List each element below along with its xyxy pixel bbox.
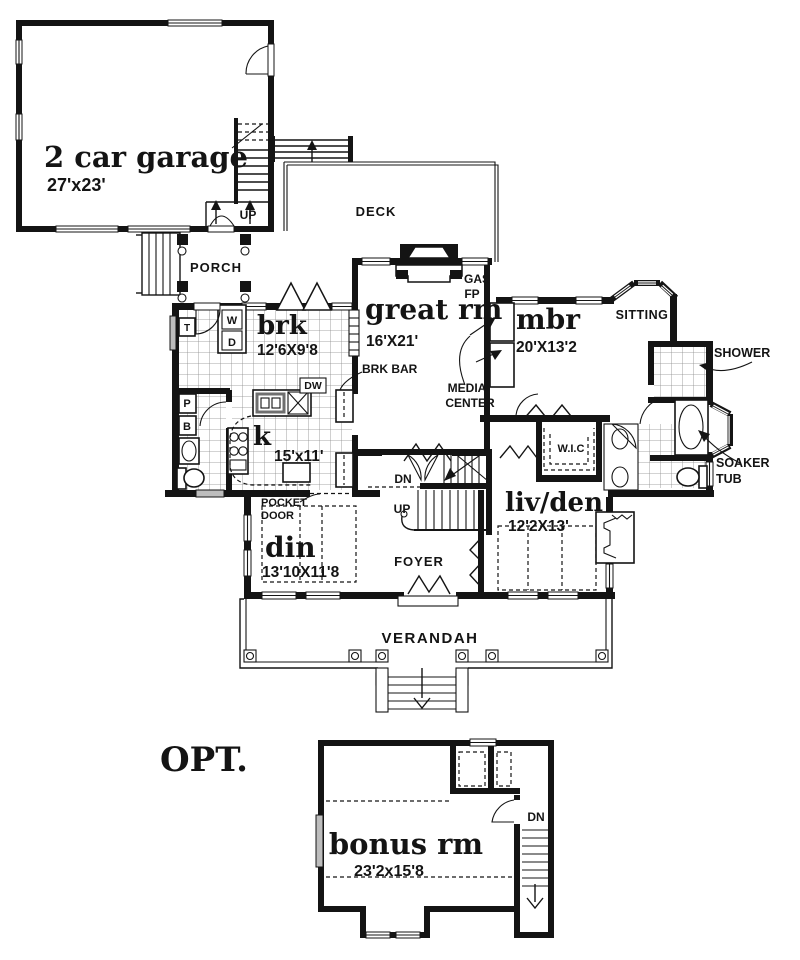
gas-label: GAS bbox=[464, 272, 490, 286]
sitting-label: SITTING bbox=[616, 308, 669, 322]
deck-stairs bbox=[270, 136, 353, 162]
media-center-builtins bbox=[459, 302, 515, 388]
brk-dims: 12'6X9'8 bbox=[257, 342, 318, 359]
bonus-dims: 23'2x15'8 bbox=[354, 863, 424, 880]
bonus-stairs: DN bbox=[491, 799, 548, 910]
master-toilet bbox=[676, 467, 700, 487]
mbr-name: mbr bbox=[516, 303, 581, 336]
foyer-label: FOYER bbox=[394, 554, 444, 569]
brk-bar-label: BRK BAR bbox=[362, 362, 418, 376]
bath-toilet bbox=[183, 468, 205, 488]
broom-label: B bbox=[183, 421, 191, 433]
livden-fireplace bbox=[595, 511, 635, 564]
bonus-dn-label: DN bbox=[527, 810, 544, 824]
stairs-dn-label: DN bbox=[394, 472, 411, 486]
brk-bar bbox=[335, 309, 363, 488]
verandah bbox=[239, 598, 613, 713]
porch-posts bbox=[177, 234, 251, 303]
deck-stair-arrow bbox=[307, 140, 317, 150]
garage-dims: 27'x23' bbox=[47, 175, 106, 195]
kitchen-name: k bbox=[253, 422, 272, 452]
soaker-tub bbox=[678, 404, 704, 450]
brk-bay-window bbox=[275, 281, 307, 311]
porch: PORCH bbox=[136, 232, 251, 303]
soaker-label-1: SOAKER bbox=[716, 456, 769, 470]
fp-label: FP bbox=[464, 287, 479, 301]
pocket-label-1: POCKET bbox=[261, 497, 307, 509]
room-labels: 2 car garage 27'x23' DECK brk 12'6X9'8 g… bbox=[44, 140, 770, 880]
bath-sink bbox=[181, 440, 197, 462]
great-rm-dims: 16'X21' bbox=[366, 333, 418, 350]
livden-name: liv/den bbox=[505, 488, 603, 518]
kitchen-dims: 15'x11' bbox=[274, 448, 324, 465]
pantry-label: P bbox=[183, 398, 190, 410]
bonus-name: bonus rm bbox=[329, 827, 483, 861]
wic-label: W.I.C bbox=[558, 443, 585, 455]
central-stairs: DN UP bbox=[368, 449, 492, 531]
media-label-1: MEDIA bbox=[448, 381, 487, 395]
din-room bbox=[261, 505, 357, 583]
sitting-bay bbox=[609, 280, 679, 303]
great-rm-name: great rm bbox=[365, 293, 502, 326]
front-steps bbox=[375, 667, 469, 713]
deck-label: DECK bbox=[356, 204, 397, 219]
pocket-label-2: DOOR bbox=[261, 510, 294, 522]
kitchen-fixtures: DW bbox=[227, 377, 327, 486]
soaker-label-2: TUB bbox=[716, 472, 742, 486]
porch-label: PORCH bbox=[190, 260, 242, 275]
windows bbox=[169, 257, 714, 600]
stairs-up-label: UP bbox=[394, 502, 411, 516]
deck-outline bbox=[283, 161, 499, 262]
bonus-plan: DN bbox=[315, 738, 554, 939]
garage-stairs: UP bbox=[205, 118, 268, 233]
livden-dims: 12'2X13' bbox=[508, 518, 569, 535]
media-label-2: CENTER bbox=[445, 396, 495, 410]
shower-label: SHOWER bbox=[714, 346, 770, 360]
gas-fireplace bbox=[395, 244, 463, 283]
vanity-sink-2 bbox=[611, 466, 629, 488]
opt-label: OPT. bbox=[160, 740, 248, 780]
dryer-label: D bbox=[228, 337, 236, 349]
arch-openings bbox=[397, 403, 576, 607]
tub-box-label: T bbox=[184, 323, 190, 334]
powder-bath: P B bbox=[176, 393, 232, 490]
brk-name: brk bbox=[257, 311, 308, 341]
garage bbox=[15, 19, 275, 233]
brk-bay-window bbox=[301, 281, 333, 311]
verandah-label: VERANDAH bbox=[381, 630, 478, 647]
tub-bay-windows bbox=[709, 401, 733, 459]
din-dims: 13'10X11'8 bbox=[262, 564, 340, 581]
din-name: din bbox=[265, 531, 316, 564]
mbr-dims: 20'X13'2 bbox=[516, 339, 577, 356]
garage-up-label: UP bbox=[240, 208, 257, 222]
master-suite bbox=[515, 361, 753, 491]
vanity-sink-1 bbox=[611, 428, 629, 450]
liv-den bbox=[497, 511, 635, 591]
laundry: W D T bbox=[178, 302, 247, 354]
garage-name: 2 car garage bbox=[44, 140, 248, 174]
garage-door-arc bbox=[245, 45, 269, 75]
dw-label: DW bbox=[304, 380, 322, 392]
pocket-door bbox=[299, 490, 352, 503]
washer-label: W bbox=[227, 315, 238, 327]
